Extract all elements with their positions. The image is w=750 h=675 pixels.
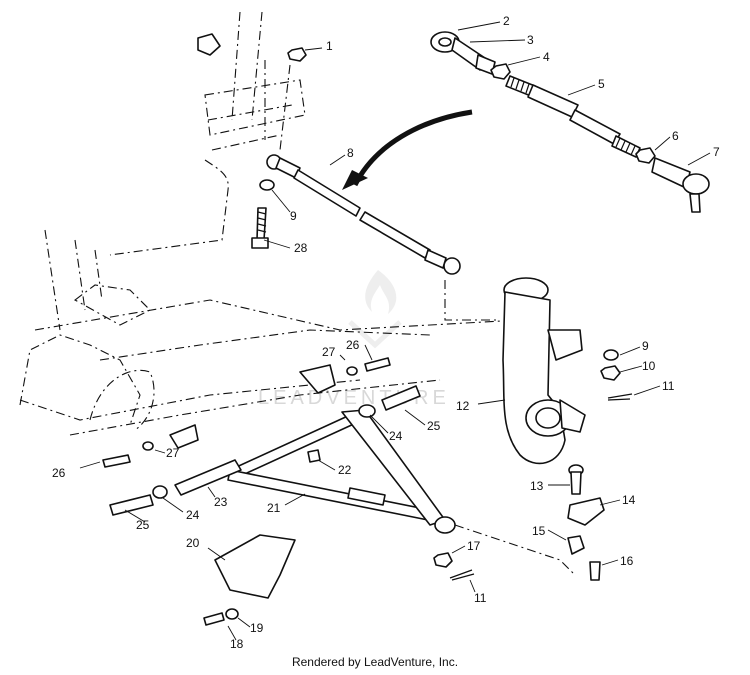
bushing-lower xyxy=(152,485,168,499)
cotter-pin-lower xyxy=(449,569,475,581)
assembly-line-3 xyxy=(264,60,291,151)
watermark-text: LEADVENTURE xyxy=(258,387,450,409)
callout-27-upper: 27 xyxy=(322,345,336,359)
jam-nut xyxy=(490,63,511,80)
callout-11-lower: 11 xyxy=(474,591,487,605)
bolt-26-lower xyxy=(102,454,131,468)
callout-22: 22 xyxy=(338,463,352,477)
watermark-logo xyxy=(348,270,402,349)
callout-9-right: 9 xyxy=(642,339,649,353)
inner-tie-rod-end xyxy=(651,157,710,213)
mount-bracket-lower xyxy=(169,424,199,449)
jam-nut-right xyxy=(635,147,656,164)
bushing-upper xyxy=(358,404,376,418)
callout-26-lower: 26 xyxy=(52,466,66,480)
steering-column xyxy=(109,11,306,256)
ball-joint xyxy=(567,535,585,555)
callout-14: 14 xyxy=(622,493,636,507)
callout-5: 5 xyxy=(598,77,605,91)
callout-7: 7 xyxy=(713,145,720,159)
castle-nut xyxy=(600,365,621,381)
leader-lines xyxy=(79,21,711,641)
callout-21: 21 xyxy=(267,501,281,515)
outer-tie-rod-end xyxy=(430,31,496,75)
pivot-tube-upper xyxy=(381,385,421,411)
chassis-outline xyxy=(19,229,521,436)
tie-rod-upper xyxy=(505,75,641,158)
callout-23: 23 xyxy=(214,495,228,509)
callout-6: 6 xyxy=(672,129,679,143)
callout-19: 19 xyxy=(250,621,264,635)
callout-8: 8 xyxy=(347,146,354,160)
callout-18: 18 xyxy=(230,637,244,651)
direction-arrow xyxy=(342,109,473,190)
callout-4: 4 xyxy=(543,50,550,64)
callout-9-upper: 9 xyxy=(290,209,297,223)
callout-17: 17 xyxy=(467,539,481,553)
callout-11-upper: 11 xyxy=(662,379,675,393)
callout-25-upper: 25 xyxy=(427,419,441,433)
callout-labels: 1 2 3 4 5 6 7 8 9 28 9 10 11 12 13 14 15… xyxy=(52,14,720,651)
washer-27-upper xyxy=(346,366,358,376)
callout-10: 10 xyxy=(642,359,656,373)
callout-27-lower: 27 xyxy=(166,446,180,460)
washer-right xyxy=(603,349,619,361)
callout-13: 13 xyxy=(530,479,544,493)
bracket-plate xyxy=(567,497,605,526)
lock-nut-17 xyxy=(433,552,453,568)
callout-12: 12 xyxy=(456,399,470,413)
pivot-tube-lower xyxy=(109,494,154,516)
callout-3: 3 xyxy=(527,33,534,47)
bolt xyxy=(251,207,269,249)
washer xyxy=(259,179,275,191)
washer-19 xyxy=(225,608,239,620)
nut xyxy=(287,47,307,62)
a-arm xyxy=(174,409,456,534)
washer-27-lower xyxy=(142,441,154,451)
callout-24-lower: 24 xyxy=(186,508,200,522)
assembly-line-2 xyxy=(444,280,500,321)
tie-rod-assembly xyxy=(266,154,461,275)
mount-bracket-upper xyxy=(299,364,336,394)
callout-2: 2 xyxy=(503,14,510,28)
screw-right xyxy=(589,561,601,581)
grease-fitting xyxy=(307,449,321,463)
skid-plate xyxy=(214,534,296,599)
credit-text: Rendered by LeadVenture, Inc. xyxy=(291,655,459,669)
socket-bolt xyxy=(568,464,584,495)
cotter-pin xyxy=(607,393,633,401)
screw-18 xyxy=(203,612,225,626)
spindle xyxy=(502,277,586,465)
callout-16: 16 xyxy=(620,554,634,568)
bolt-26-upper xyxy=(364,357,391,372)
callout-15: 15 xyxy=(532,524,546,538)
callout-24-upper: 24 xyxy=(389,429,403,443)
callout-20: 20 xyxy=(186,536,200,550)
callout-26-upper: 26 xyxy=(346,338,360,352)
callout-25-lower: 25 xyxy=(136,518,150,532)
callout-28: 28 xyxy=(294,241,308,255)
ball-joint-top xyxy=(197,33,221,56)
callout-1: 1 xyxy=(326,39,333,53)
